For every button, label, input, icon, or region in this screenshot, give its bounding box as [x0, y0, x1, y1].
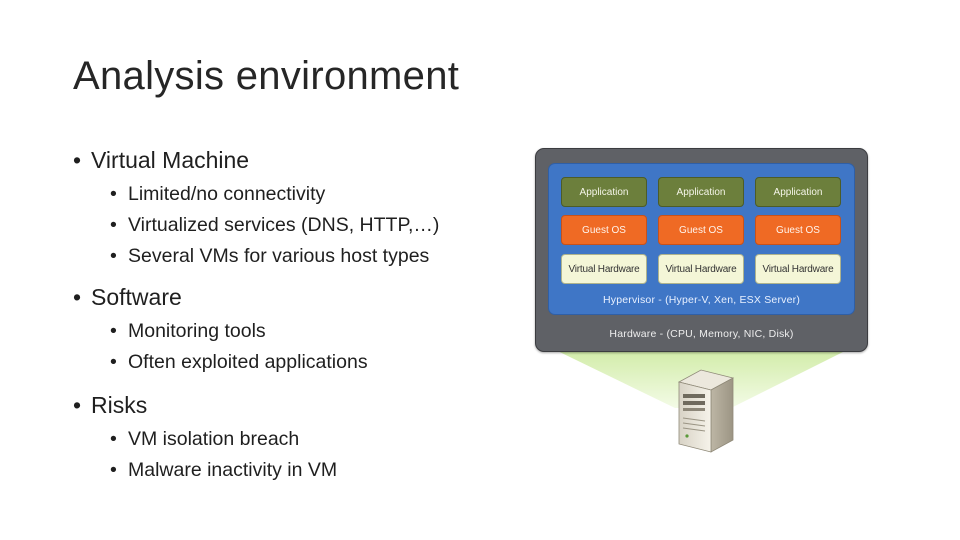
sub-bullet: Virtualized services (DNS, HTTP,…)	[73, 210, 513, 241]
application-block: Application	[658, 177, 744, 207]
bullet-software: Software	[73, 282, 513, 312]
hypervisor-layer: Application Guest OS Virtual Hardware Ap…	[548, 163, 855, 315]
bullet-virtual-machine: Virtual Machine	[73, 145, 513, 175]
sub-bullet: VM isolation breach	[73, 424, 513, 455]
virtual-hardware-block: Virtual Hardware	[658, 254, 744, 284]
sub-bullet: Malware inactivity in VM	[73, 455, 513, 486]
slide-title: Analysis environment	[73, 54, 460, 98]
virtual-hardware-block: Virtual Hardware	[755, 254, 841, 284]
hypervisor-label: Hypervisor - (Hyper-V, Xen, ESX Server)	[602, 294, 801, 306]
virtualization-diagram: Application Guest OS Virtual Hardware Ap…	[533, 146, 869, 456]
guest-os-block: Guest OS	[658, 215, 744, 245]
guest-os-block: Guest OS	[755, 215, 841, 245]
virtual-hardware-block: Virtual Hardware	[561, 254, 647, 284]
sub-bullets-risks: VM isolation breach Malware inactivity i…	[73, 424, 513, 486]
sub-bullet: Several VMs for various host types	[73, 241, 513, 272]
bullet-group-software: Software Monitoring tools Often exploite…	[73, 282, 513, 378]
bullet-group-risks: Risks VM isolation breach Malware inacti…	[73, 390, 513, 486]
sub-bullet: Monitoring tools	[73, 316, 513, 347]
hardware-label: Hardware - (CPU, Memory, NIC, Disk)	[609, 328, 794, 340]
sub-bullet: Limited/no connectivity	[73, 179, 513, 210]
guest-os-block: Guest OS	[561, 215, 647, 245]
bullet-risks: Risks	[73, 390, 513, 420]
hardware-layer: Application Guest OS Virtual Hardware Ap…	[535, 148, 868, 352]
sub-bullet: Often exploited applications	[73, 347, 513, 378]
application-block: Application	[755, 177, 841, 207]
bullet-list: Virtual Machine Limited/no connectivity …	[73, 145, 513, 486]
application-block: Application	[561, 177, 647, 207]
server-tower-icon	[677, 369, 735, 453]
bullet-group-virtual-machine: Virtual Machine Limited/no connectivity …	[73, 145, 513, 272]
sub-bullets-virtual-machine: Limited/no connectivity Virtualized serv…	[73, 179, 513, 272]
sub-bullets-software: Monitoring tools Often exploited applica…	[73, 316, 513, 378]
